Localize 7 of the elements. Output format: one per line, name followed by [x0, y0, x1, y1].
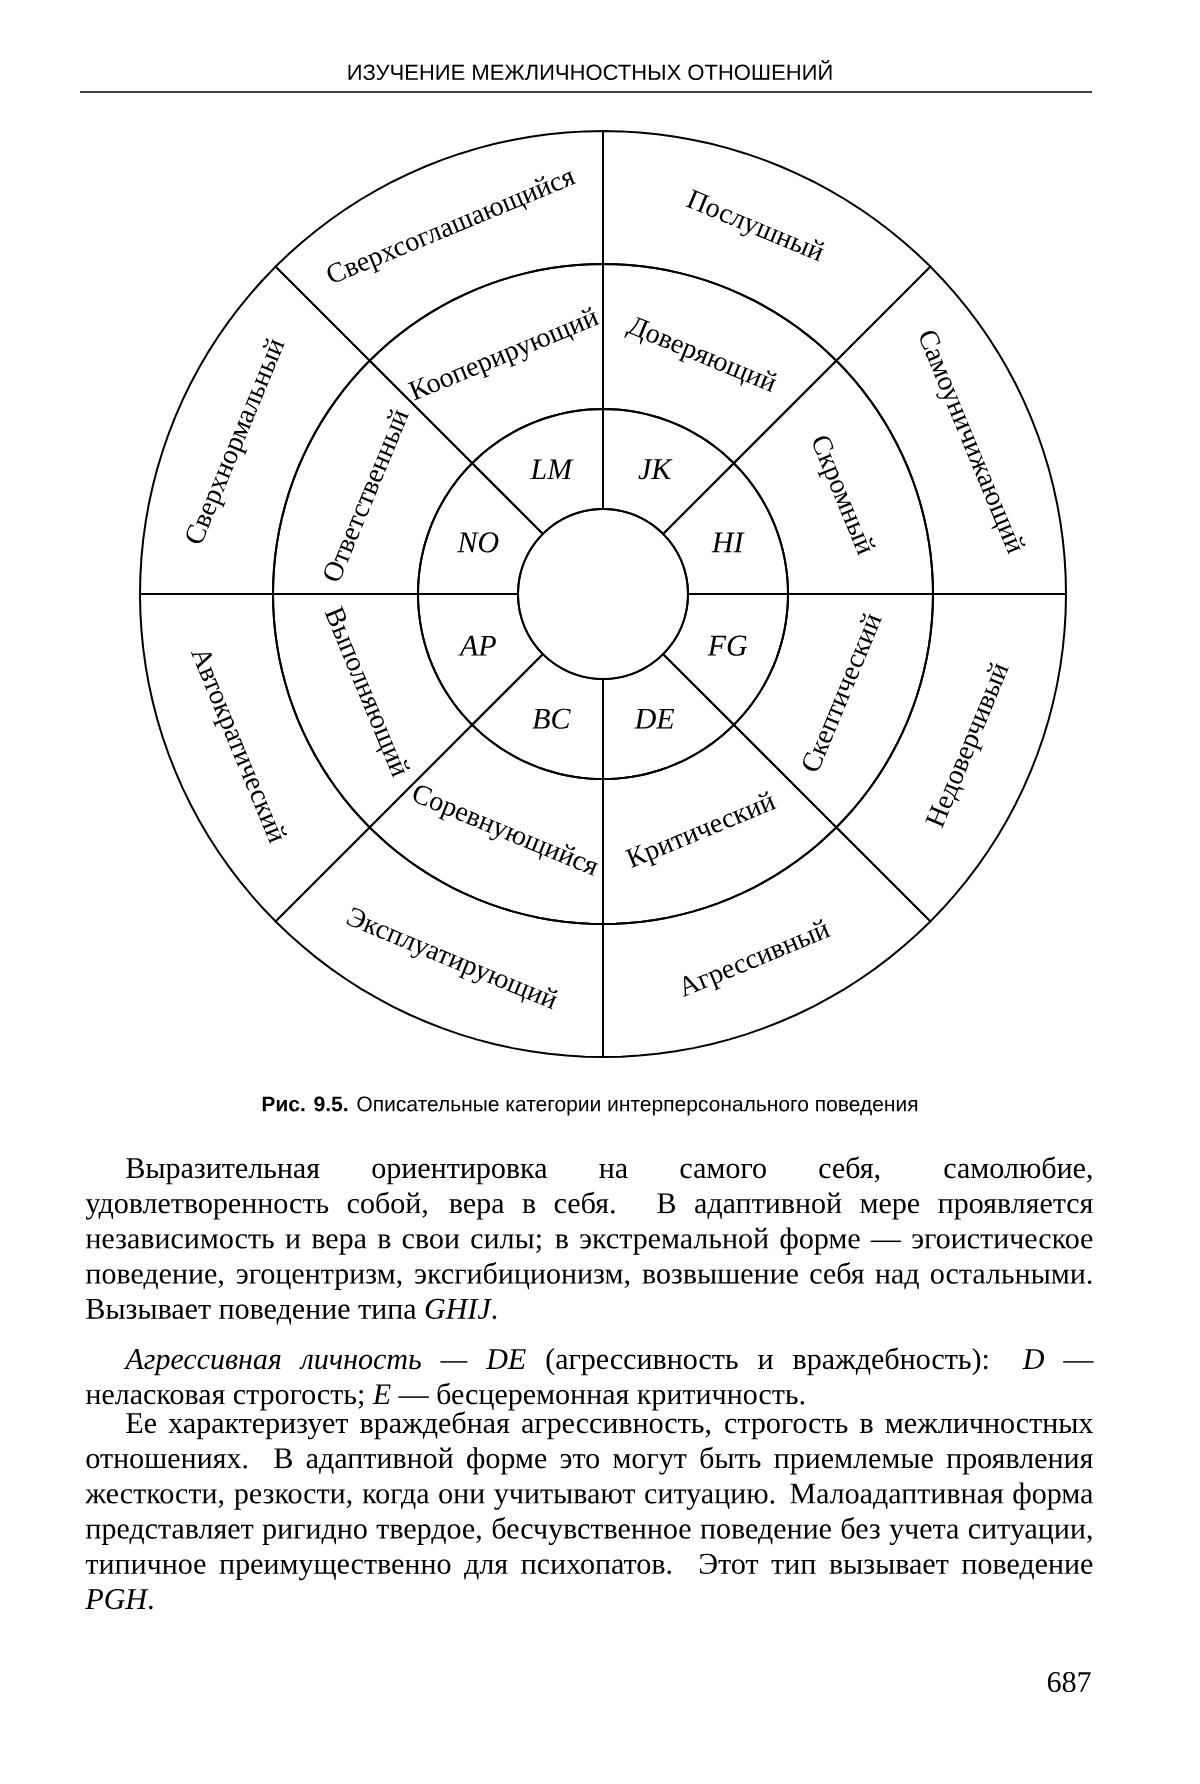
running-head: ИЗУЧЕНИЕ МЕЖЛИЧНОСТНЫХ ОТНОШЕНИЙ [348, 60, 832, 81]
center-circle [517, 508, 689, 680]
page-number: 687 [1047, 1671, 1091, 1693]
figure-caption: Рис. 9.5. Описательные категории интерперсонального поведения [262, 1096, 918, 1116]
body-paragraph: Ее характеризует враждебная агрессивность, строгость в межличностных отношениях. В адаптивной форме это могут быть приемлемые проявления жесткости, резкости, когда они учитывают ситуацию. Малоадаптивная форма представляет ригидно твердое, бесчувственное поведение без учета ситуации, типичное преимущественно для психопатов. Этот тип вызывает поведение PGH. [85, 1411, 1094, 1610]
body-paragraph: Агрессивная личность — DE (агрессивность и враждебность): D — неласковая строгость; E — бесцеремонная критичность. [85, 1347, 1094, 1411]
body-paragraph: Выразительная ориентировка на самого себя, самолюбие, удовлетворенность собой, вера в себя. В адаптивной мере проявляется независимость и вера в свои силы; в экстремальной форме — эгоистическое поведение, эгоцентризм, эксгибиционизм, возвышение себя над остальными. Вызывает поведение типа GHIJ. [85, 1156, 1093, 1325]
